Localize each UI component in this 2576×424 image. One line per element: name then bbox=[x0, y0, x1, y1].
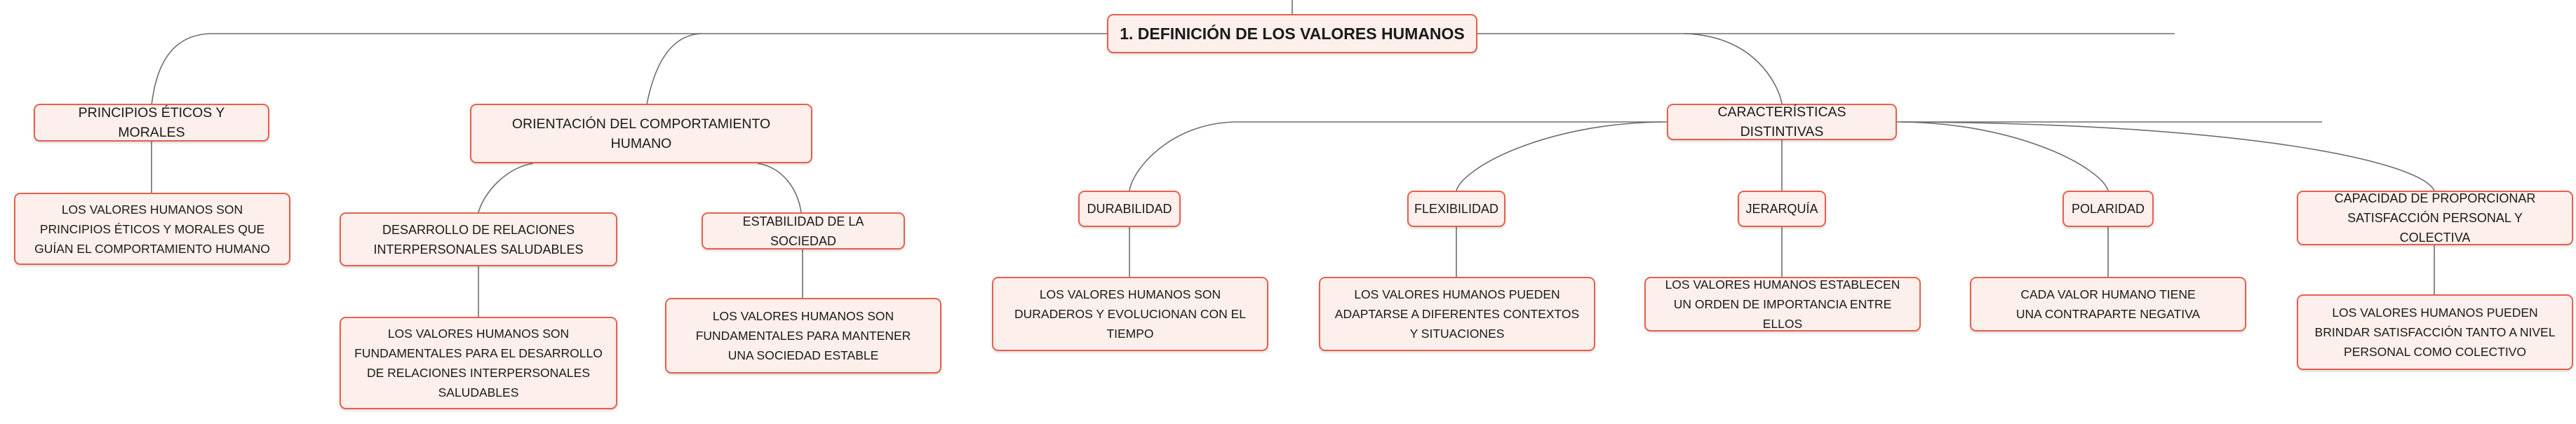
node-polaridad-detail[interactable]: CADA VALOR HUMANO TIENE UNA CONTRAPARTE … bbox=[1970, 277, 2246, 331]
node-orientacion-label: ORIENTACIÓN DEL COMPORTAMIENTO HUMANO bbox=[511, 116, 771, 151]
connector-orientacion-estabilidad bbox=[757, 163, 802, 213]
node-polaridad-label: POLARIDAD bbox=[2071, 202, 2145, 216]
node-jerarquia-detail[interactable]: LOS VALORES HUMANOS ESTABLECEN UN ORDEN … bbox=[1644, 277, 1921, 331]
connector-root-caracteristicas bbox=[1683, 33, 1783, 104]
node-capacidad-label: CAPACIDAD DE PROPORCIONAR SATISFACCIÓN P… bbox=[2334, 191, 2536, 245]
node-principios-label: PRINCIPIOS ÉTICOS Y MORALES bbox=[78, 105, 225, 140]
node-durabilidad-detail-text: LOS VALORES HUMANOS SON DURADEROS Y EVOL… bbox=[1014, 287, 1246, 341]
node-estabilidad-label: ESTABILIDAD DE LA SOCIEDAD bbox=[742, 214, 864, 248]
node-flexibilidad[interactable]: FLEXIBILIDAD bbox=[1407, 191, 1505, 227]
node-durabilidad-label: DURABILIDAD bbox=[1087, 202, 1172, 216]
node-capacidad[interactable]: CAPACIDAD DE PROPORCIONAR SATISFACCIÓN P… bbox=[2297, 191, 2573, 245]
connector-caracteristicas-durabilidad bbox=[1129, 121, 1235, 191]
node-capacidad-detail-text: LOS VALORES HUMANOS PUEDEN BRINDAR SATIS… bbox=[2314, 306, 2556, 359]
node-flexibilidad-label: FLEXIBILIDAD bbox=[1414, 202, 1499, 216]
root-label: 1. DEFINICIÓN DE LOS VALORES HUMANOS bbox=[1120, 25, 1465, 43]
node-durabilidad[interactable]: DURABILIDAD bbox=[1078, 191, 1181, 227]
connector-orientacion-desarrollo bbox=[478, 163, 534, 213]
node-principios-detail[interactable]: LOS VALORES HUMANOS SON PRINCIPIOS ÉTICO… bbox=[14, 193, 290, 265]
connector-caracteristicas-flexibilidad bbox=[1456, 121, 1663, 191]
node-estabilidad-detail[interactable]: LOS VALORES HUMANOS SON FUNDAMENTALES PA… bbox=[665, 298, 941, 374]
node-flexibilidad-detail[interactable]: LOS VALORES HUMANOS PUEDEN ADAPTARSE A D… bbox=[1319, 277, 1595, 351]
node-desarrollo-detail[interactable]: LOS VALORES HUMANOS SON FUNDAMENTALES PA… bbox=[340, 317, 617, 409]
connector-caracteristicas-polaridad bbox=[1900, 121, 2109, 191]
connector-caracteristicas-capacidad bbox=[1900, 121, 2435, 191]
connector-root-principios bbox=[151, 33, 211, 106]
node-durabilidad-detail[interactable]: LOS VALORES HUMANOS SON DURADEROS Y EVOL… bbox=[992, 277, 1268, 351]
node-jerarquia-detail-text: LOS VALORES HUMANOS ESTABLECEN UN ORDEN … bbox=[1665, 278, 1900, 331]
node-desarrollo-label: DESARROLLO DE RELACIONES INTERPERSONALES… bbox=[373, 222, 584, 257]
root-node[interactable]: 1. DEFINICIÓN DE LOS VALORES HUMANOS bbox=[1107, 14, 1477, 53]
node-caracteristicas[interactable]: CARACTERÍSTICAS DISTINTIVAS bbox=[1667, 104, 1897, 140]
node-desarrollo[interactable]: DESARROLLO DE RELACIONES INTERPERSONALES… bbox=[340, 212, 617, 266]
node-jerarquia[interactable]: JERARQUÍA bbox=[1738, 191, 1826, 227]
node-jerarquia-label: JERARQUÍA bbox=[1745, 202, 1818, 216]
node-estabilidad[interactable]: ESTABILIDAD DE LA SOCIEDAD bbox=[702, 212, 905, 249]
node-capacidad-detail[interactable]: LOS VALORES HUMANOS PUEDEN BRINDAR SATIS… bbox=[2297, 294, 2573, 370]
node-principios-detail-text: LOS VALORES HUMANOS SON PRINCIPIOS ÉTICO… bbox=[34, 202, 270, 256]
node-estabilidad-detail-text: LOS VALORES HUMANOS SON FUNDAMENTALES PA… bbox=[695, 309, 911, 362]
node-principios[interactable]: PRINCIPIOS ÉTICOS Y MORALES bbox=[34, 104, 269, 142]
node-polaridad[interactable]: POLARIDAD bbox=[2062, 191, 2154, 227]
node-polaridad-detail-text: CADA VALOR HUMANO TIENE UNA CONTRAPARTE … bbox=[2015, 287, 2201, 321]
node-flexibilidad-detail-text: LOS VALORES HUMANOS PUEDEN ADAPTARSE A D… bbox=[1334, 287, 1580, 341]
node-caracteristicas-label: CARACTERÍSTICAS DISTINTIVAS bbox=[1717, 104, 1846, 139]
node-orientacion[interactable]: ORIENTACIÓN DEL COMPORTAMIENTO HUMANO bbox=[470, 104, 812, 163]
connector-root-orientacion bbox=[645, 33, 702, 113]
node-desarrollo-detail-text: LOS VALORES HUMANOS SON FUNDAMENTALES PA… bbox=[354, 327, 603, 399]
